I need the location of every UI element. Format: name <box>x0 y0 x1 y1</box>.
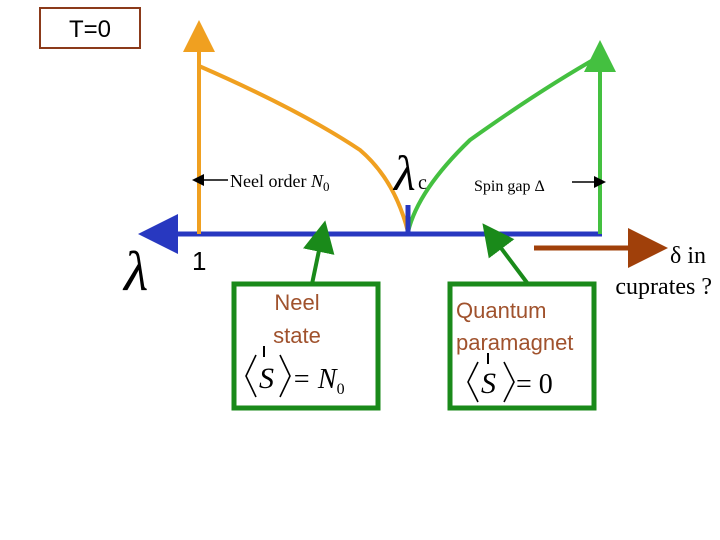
paramagnet-title-line2: paramagnet <box>456 330 573 355</box>
paramagnet-operator: S <box>481 367 496 400</box>
temperature-label: T=0 <box>69 16 111 43</box>
neel-state-equation: S = N0 <box>245 346 345 398</box>
temperature-label-box: T=0 <box>39 7 141 49</box>
lambda-critical-symbol: λ <box>392 145 416 201</box>
spin-gap-curve <box>406 54 601 233</box>
doping-note-line1: δ in <box>670 243 706 269</box>
paramagnet-title-line1: Quantum <box>456 298 547 323</box>
spin-gap-label: Spin gap Δ <box>474 178 545 195</box>
lambda-axis-symbol: λ <box>122 241 148 303</box>
neel-state-title-line1: Neel <box>274 290 319 315</box>
neel-state-pointer-arrow <box>303 220 335 285</box>
neel-state-operator: S <box>259 362 274 395</box>
paramagnet-pointer-arrow <box>482 223 530 286</box>
neel-state-rhs: = N0 <box>292 364 345 398</box>
lambda-critical-subscript: c <box>418 172 427 194</box>
neel-order-label: Neel order N0 <box>230 171 329 194</box>
paramagnet-rhs: = 0 <box>516 369 553 400</box>
axis-tick-one: 1 <box>192 246 206 276</box>
paramagnet-equation: S = 0 <box>467 353 553 403</box>
doping-note-line2: cuprates ? <box>615 274 712 300</box>
neel-order-curve <box>198 64 410 233</box>
quantum-paramagnet-box: Quantum paramagnet S = 0 <box>447 223 597 411</box>
neel-state-box: Neel state S = N0 <box>231 220 381 411</box>
neel-state-title-line2: state <box>273 323 321 348</box>
